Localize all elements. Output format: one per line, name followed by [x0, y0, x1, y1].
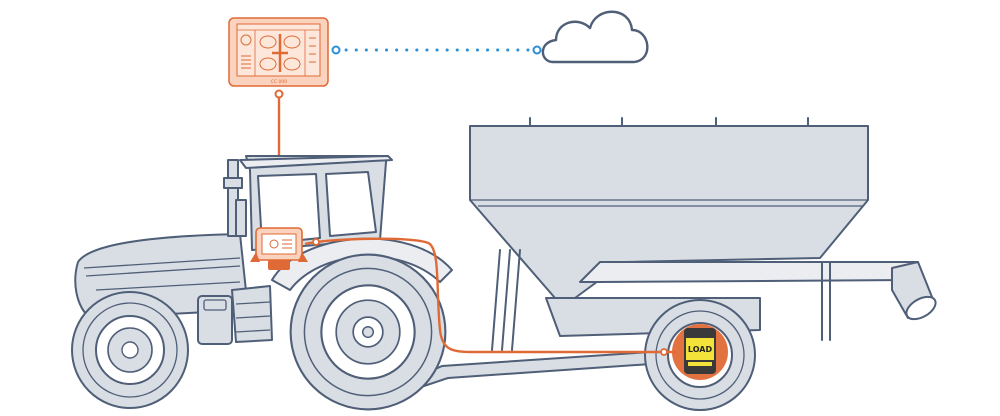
- sensor-cable: [304, 237, 676, 356]
- load-sensor-icon: LOAD: [672, 324, 728, 380]
- control-module-icon: [250, 227, 308, 270]
- wireless-link-dots: [331, 45, 542, 55]
- cloud-icon: [541, 10, 649, 64]
- tablet-footer-text: CC 000: [271, 79, 287, 85]
- tractor-rear-wheel: [289, 253, 447, 411]
- sensor-label-text: LOAD: [688, 345, 713, 354]
- tractor-icon: [71, 155, 453, 411]
- tractor-front-wheel: [71, 291, 189, 409]
- tablet-display-icon: CC 000: [228, 17, 329, 87]
